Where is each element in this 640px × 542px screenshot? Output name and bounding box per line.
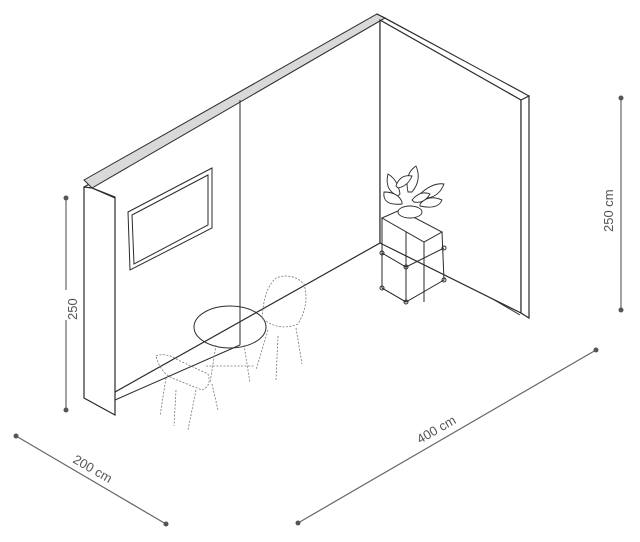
plant-stand — [379, 209, 447, 305]
wall-monitor — [127, 167, 213, 271]
dimension-depth: 200 cm — [13, 433, 169, 527]
left-height-label: 250 — [65, 298, 80, 320]
chair-front — [155, 354, 219, 431]
round-table — [193, 305, 267, 384]
dimension-width: 400 cm — [295, 347, 599, 526]
back-wall — [83, 13, 387, 417]
side-wall — [376, 13, 530, 320]
potted-plant — [383, 165, 445, 219]
dimension-right-height: 250 cm — [600, 95, 624, 313]
chair-back — [255, 275, 307, 381]
right-height-label: 250 cm — [601, 189, 616, 232]
dimension-left-height: 250 — [60, 195, 80, 413]
width-label: 400 cm — [414, 412, 458, 446]
